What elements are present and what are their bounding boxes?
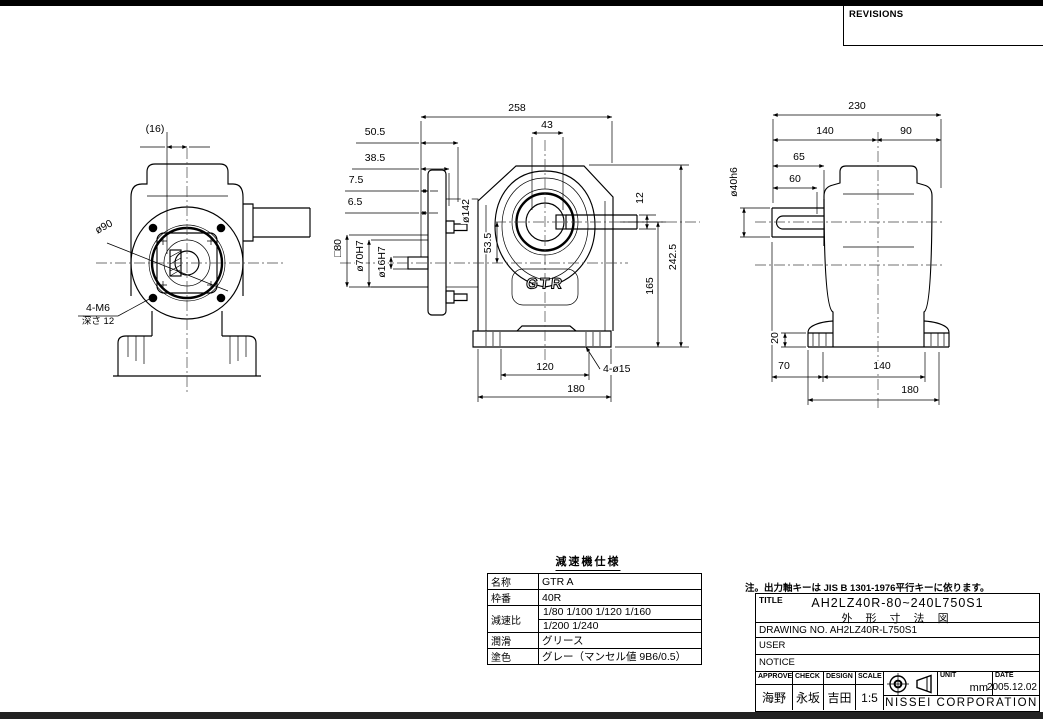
table-row: 枠番 40R (487, 589, 702, 606)
dim-dia40h6: ø40h6 (727, 166, 740, 198)
unit-label: UNIT (940, 672, 957, 679)
sheet-top-border (0, 0, 1043, 6)
spec-label-name: 名称 (487, 573, 539, 590)
approve-label: APPROVE (756, 672, 792, 685)
unit-cell: UNIT mm (938, 672, 993, 695)
notice-row: NOTICE (756, 655, 1039, 672)
spec-table-title: 減速機仕様 (555, 553, 621, 571)
title-block: TITLE AH2LZ40R-80~240L750S1 外 形 寸 法 図 DR… (755, 593, 1040, 712)
dim-180-side: 180 (566, 383, 586, 395)
spec-value-ratio-line2: 1/200 1/240 (543, 620, 599, 632)
approve-cell: APPROVE 海野 (756, 672, 793, 710)
dim-242-5: 242.5 (666, 242, 679, 272)
scale-cell: SCALE 1:5 (856, 672, 884, 710)
table-row: 減速比 1/80 1/100 1/120 1/160 1/200 1/240 (487, 605, 702, 633)
spec-value-color: グレー（マンセル値 9B6/0.5） (538, 648, 702, 665)
dim-43: 43 (540, 119, 554, 131)
dim-6-5: 6.5 (346, 196, 364, 208)
dim-65: 65 (792, 151, 806, 163)
company-name: NISSEI CORPORATION (885, 697, 1038, 709)
check-cell: CHECK 永坂 (793, 672, 824, 710)
dim-20: 20 (768, 331, 781, 345)
drawing-no-label: DRAWING NO. (759, 625, 828, 636)
rear-view-linework (740, 113, 950, 408)
drawing-subtitle: 外 形 寸 法 図 (841, 613, 954, 625)
spec-value-lube: グリース (538, 632, 702, 649)
spec-value-ratio: 1/80 1/100 1/120 1/160 1/200 1/240 (538, 605, 702, 633)
dim-38-5: 38.5 (363, 152, 387, 164)
spec-value-ratio-line1: 1/80 1/100 1/120 1/160 (539, 606, 701, 620)
spec-label-frame: 枠番 (487, 589, 539, 606)
dim-60: 60 (788, 173, 802, 185)
design-label: DESIGN (824, 672, 855, 685)
date-value: 2005.12.02 (986, 682, 1037, 693)
date-label: DATE (995, 672, 1014, 679)
approve-name: 海野 (761, 691, 786, 705)
dim-dia16h7: ø16H7 (375, 245, 388, 279)
table-row: 潤滑 グリース (487, 632, 702, 649)
front-view-linework (78, 132, 311, 392)
dim-4-m6: 4-M6 (85, 302, 111, 314)
table-row: 塗色 グレー（マンセル値 9B6/0.5） (487, 648, 702, 665)
spec-value-name: GTR A (538, 573, 702, 590)
dim-7-5: 7.5 (347, 174, 365, 186)
sheet-bottom-border (0, 712, 1043, 719)
spec-label-color: 塗色 (487, 648, 539, 665)
dim-50-5: 50.5 (363, 126, 387, 138)
spec-label-lube: 潤滑 (487, 632, 539, 649)
spec-table: 名称 GTR A 枠番 40R 減速比 1/80 1/100 1/120 1/1… (487, 573, 702, 665)
design-name: 吉田 (827, 691, 852, 705)
gtr-logo: GTR (525, 275, 565, 293)
unit-date-company-section: UNIT mm DATE 2005.12.02 NISSEI CORPORATI… (884, 672, 1039, 710)
check-name: 永坂 (795, 691, 820, 705)
dim-120: 120 (535, 361, 555, 373)
key-note: 注。出力軸キーは JIS B 1301-1976平行キーに依ります。 (745, 583, 990, 594)
dim-16: (16) (144, 123, 166, 135)
first-angle-projection-icon (886, 672, 932, 695)
scale-value: 1:5 (861, 690, 878, 705)
date-cell: DATE 2005.12.02 (987, 672, 1039, 695)
dim-165: 165 (643, 276, 656, 296)
dim-dia70h7: ø70H7 (353, 239, 366, 273)
scale-label: SCALE (856, 672, 883, 685)
projection-symbol-cell (884, 672, 938, 695)
dim-tap-depth: 深さ 12 (80, 316, 116, 327)
dim-53-5: 53.5 (481, 231, 494, 255)
dim-sq80: □80 (331, 237, 344, 259)
drawing-no-value: AH2LZ40R-L750S1 (829, 625, 918, 636)
design-cell: DESIGN 吉田 (824, 672, 856, 710)
check-label: CHECK (793, 672, 823, 685)
spec-value-frame: 40R (538, 589, 702, 606)
drawing-no-row: DRAWING NO. AH2LZ40R-L750S1 (756, 623, 1039, 638)
dim-230: 230 (847, 100, 867, 112)
unit-date-row: UNIT mm DATE 2005.12.02 (884, 672, 1039, 696)
dim-90: 90 (899, 125, 913, 137)
side-view-linework (340, 115, 700, 402)
dim-dia142: ø142 (459, 198, 472, 224)
dim-4-dia15: 4-ø15 (602, 363, 632, 375)
dim-140-top: 140 (815, 125, 835, 137)
dim-12: 12 (633, 191, 646, 205)
unit-value: mm (969, 682, 988, 694)
title-row: TITLE AH2LZ40R-80~240L750S1 外 形 寸 法 図 (756, 594, 1039, 625)
product-code: AH2LZ40R-80~240L750S1 (811, 596, 984, 610)
spec-label-ratio: 減速比 (487, 605, 539, 633)
revisions-label: REVISIONS (849, 9, 904, 20)
table-row: 名称 GTR A (487, 573, 702, 590)
approval-row: APPROVE 海野 CHECK 永坂 DESIGN 吉田 SCALE 1:5 (756, 672, 1039, 710)
revisions-box: REVISIONS (843, 6, 1043, 46)
title-label: TITLE (759, 595, 783, 605)
dim-258: 258 (507, 102, 527, 114)
user-row: USER (756, 638, 1039, 655)
dim-180-rear: 180 (900, 384, 920, 396)
dim-70: 70 (777, 360, 791, 372)
dim-140-bottom: 140 (872, 360, 892, 372)
